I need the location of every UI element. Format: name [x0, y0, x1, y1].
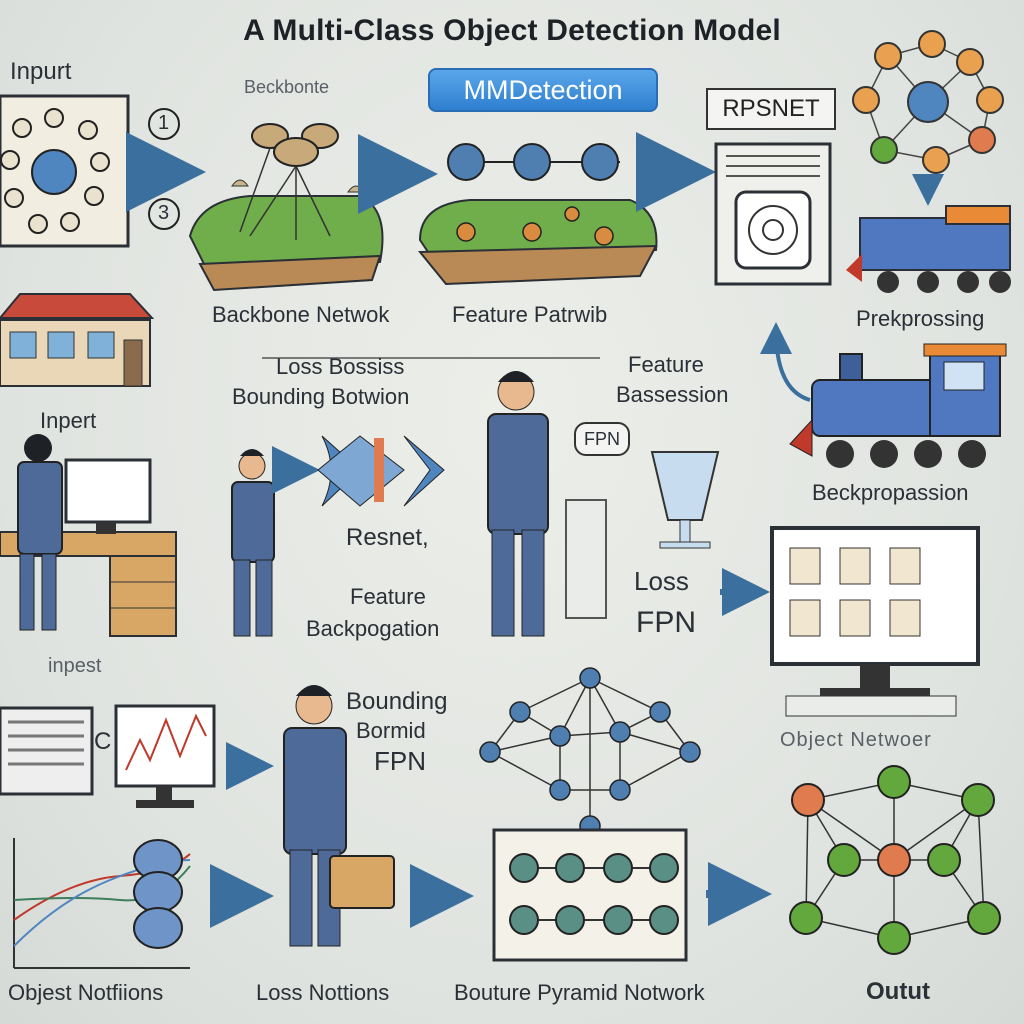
chart-monitor: [114, 704, 216, 808]
label-loss-nottions: Loss Nottions: [256, 980, 390, 1005]
label-bouture-pyramid: Bouture Pyramid Notwork: [454, 980, 705, 1005]
storefront-building: [0, 293, 155, 387]
label-inpert: Inpert: [40, 408, 97, 433]
stacked-discs: [133, 839, 183, 949]
label-bassession: Bassession: [616, 382, 729, 407]
rpsnet-device: [714, 142, 832, 286]
preprocessing-train: [846, 205, 1011, 293]
label-bounding: Bounding: [346, 688, 448, 715]
label-feature-pattern: Feature Patrwib: [452, 302, 608, 327]
label-fpn-2: FPN: [374, 746, 426, 776]
server-monitor: [0, 706, 94, 796]
label-bounding-botwion: Bounding Botwion: [232, 384, 410, 409]
label-num-1: 1: [158, 112, 170, 134]
person-with-briefcase: [283, 685, 395, 947]
label-feature: Feature: [628, 352, 704, 377]
label-backpogation: Backpogation: [306, 616, 440, 641]
glass-cup: [650, 451, 720, 549]
label-backbone-small: Beckbonte: [244, 77, 330, 97]
desk-workstation: [0, 434, 177, 637]
backprop-train: [789, 343, 1007, 468]
output-network: [789, 765, 1001, 955]
backbone-island: [188, 123, 384, 292]
label-input-top: Inpurt: [10, 58, 72, 85]
label-loss-bossiss: Loss Bossiss: [276, 354, 405, 379]
monitor-object-network: [770, 526, 980, 717]
feature-pattern-island: [417, 143, 658, 286]
resnet-blocks: [317, 435, 445, 507]
label-object-networer: Object Netwoer: [780, 729, 932, 751]
top-right-node-graph: [852, 30, 1004, 174]
rpsnet-label-box: RPSNET: [706, 88, 836, 130]
label-inpest: inpest: [48, 655, 102, 677]
diagram-title: A Multi-Class Object Detection Model: [243, 14, 781, 47]
input-network-panel: [0, 94, 130, 248]
label-resnet: Resnet,: [346, 524, 429, 551]
label-loss: Loss: [634, 566, 689, 596]
label-backpropassion: Beckpropassion: [812, 480, 969, 505]
feature-pyramid-panel: [492, 828, 688, 962]
label-feature-2: Feature: [350, 584, 426, 609]
label-num-3: 3: [158, 202, 170, 224]
label-outut: Outut: [866, 978, 930, 1005]
middle-network-graph: [479, 667, 701, 837]
label-preprocessing: Prekprossing: [856, 306, 985, 331]
label-c-letter: C: [94, 728, 112, 755]
mmdetection-badge: MMDetection: [428, 68, 658, 112]
person-standing-1: [231, 449, 275, 637]
arrow-backprop-up: [760, 322, 811, 402]
label-bormid: Bormid: [356, 718, 426, 743]
label-objest-notfiions: Objest Notfiions: [8, 980, 164, 1005]
label-fpn: FPN: [636, 606, 696, 639]
fpn-badge: FPN: [574, 422, 630, 456]
label-backbone-network: Backbone Netwok: [212, 302, 390, 327]
person-standing-2: [487, 371, 607, 637]
